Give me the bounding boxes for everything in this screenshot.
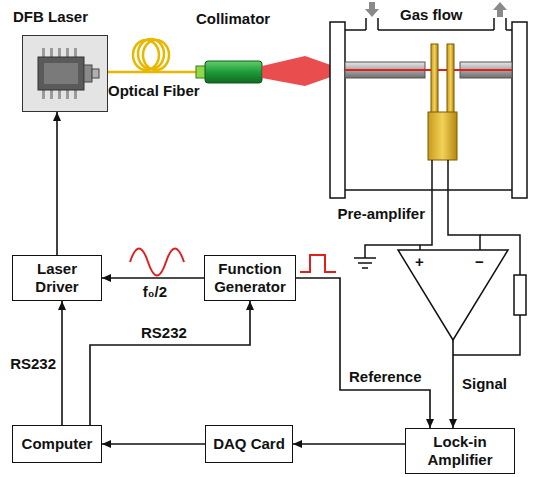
connector-line <box>102 277 204 279</box>
connector <box>296 278 434 428</box>
tuning-fork <box>428 44 457 160</box>
wire <box>365 160 520 355</box>
process-box: Lock-in Amplifier <box>405 428 515 474</box>
connector-line <box>296 278 430 428</box>
arrowhead <box>102 274 111 282</box>
pin-sign: − <box>475 253 484 271</box>
connector <box>293 440 405 448</box>
process-box: Function Generator <box>204 255 296 301</box>
box-label: Function Generator <box>209 260 291 296</box>
sine-wave <box>130 249 184 276</box>
connector-label: Signal <box>461 375 508 393</box>
connector <box>90 301 254 425</box>
text-group: DAQ Card <box>213 435 285 453</box>
connector <box>449 340 457 428</box>
connector <box>102 440 205 448</box>
connector-line <box>90 301 250 425</box>
connector <box>102 274 204 282</box>
connector <box>53 112 61 255</box>
text-group: Laser Driver <box>17 260 97 296</box>
process-box: Laser Driver <box>12 255 102 301</box>
part-label: Optical Fiber <box>108 82 200 100</box>
arrowhead <box>246 301 254 310</box>
connector-line <box>102 443 205 445</box>
connector-line <box>61 301 63 425</box>
arrowhead <box>102 440 111 448</box>
connector-line <box>293 443 405 445</box>
arrowhead <box>449 419 457 428</box>
collimator <box>196 61 262 83</box>
pin-sign: + <box>415 253 424 271</box>
part-label: Collimator <box>196 10 270 28</box>
connector-label: RS232 <box>140 324 188 342</box>
process-box: Computer <box>12 425 102 463</box>
absorption-tube <box>345 62 512 78</box>
connector-line <box>56 112 58 255</box>
resistor-symbol <box>514 275 526 315</box>
component-label: DFB Laser <box>13 8 88 26</box>
connector-line <box>452 340 454 428</box>
arrowhead <box>293 440 302 448</box>
arrowhead <box>53 112 61 121</box>
amplifier-triangle: Pre-amplifer+− <box>398 250 508 340</box>
connector-label: RS232 <box>9 355 57 373</box>
box-label: DAQ Card <box>213 435 285 453</box>
arrowhead <box>426 419 434 428</box>
box-label: Lock-in Amplifier <box>410 433 510 469</box>
text-group: Computer <box>22 435 93 453</box>
connector-label: f₀/2 <box>142 283 168 301</box>
connector-label: Reference <box>348 368 423 386</box>
arrowhead <box>58 301 66 310</box>
part-label: Gas flow <box>400 6 463 24</box>
ground-symbol <box>354 258 376 268</box>
optical-fiber <box>108 39 197 72</box>
process-box: DAQ Card <box>205 425 293 463</box>
component-label: Pre-amplifer <box>337 205 425 223</box>
text-group: Function Generator <box>209 260 291 296</box>
connector <box>58 301 66 425</box>
amplifier-outline <box>398 250 508 340</box>
gas-cell <box>330 18 527 198</box>
laser-source: DFB Laser <box>22 35 108 112</box>
pulse-symbol <box>300 255 336 272</box>
box-label: Laser Driver <box>17 260 97 296</box>
laser-chip-icon <box>22 35 108 112</box>
box-label: Computer <box>22 435 93 453</box>
text-group: Lock-in Amplifier <box>410 433 510 469</box>
